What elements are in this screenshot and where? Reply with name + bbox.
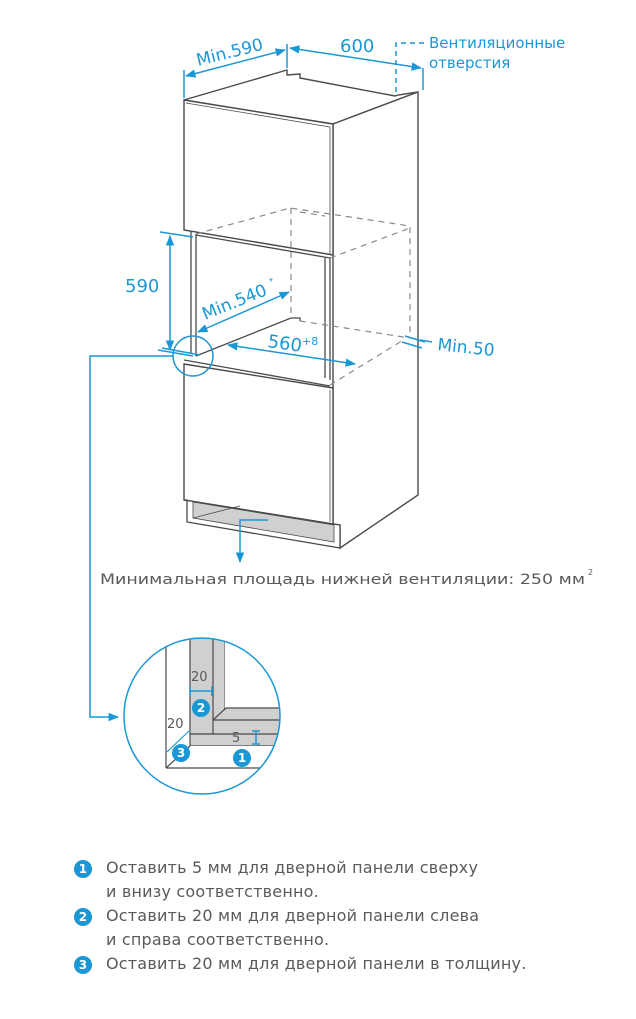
detail-label-depth: 20 xyxy=(167,717,184,732)
installation-notes: 1 Оставить 5 мм для дверной панели сверх… xyxy=(74,858,614,978)
detail-view: 20 20 5 2 3 1 xyxy=(123,637,281,795)
detail-label-side: 20 xyxy=(191,670,208,685)
dimension-lines xyxy=(89,42,433,722)
note-1-text-cont: и внизу соответственно. xyxy=(106,882,319,901)
detail-marker-3-text: 3 xyxy=(177,746,185,760)
label-vent-2: отверстия xyxy=(429,54,510,72)
note-1-text: Оставить 5 мм для дверной панели сверху xyxy=(106,858,479,877)
detail-marker-2-text: 2 xyxy=(197,701,205,715)
note-1-cont: и внизу соответственно. xyxy=(74,882,614,906)
note-2-text: Оставить 20 мм для дверной панели слева xyxy=(106,906,480,925)
label-rear-gap: Min.50 xyxy=(436,335,495,361)
label-niche-depth: Min.540 xyxy=(199,281,270,325)
label-depth-min: Min.590 xyxy=(194,35,265,71)
upper-door-panel xyxy=(183,99,334,256)
bottom-vent-text: Минимальная площадь нижней вентиляции: 2… xyxy=(100,572,585,588)
label-vent-1: Вентиляционные xyxy=(429,34,565,52)
detail-circle xyxy=(123,637,281,795)
note-2-marker-icon: 2 xyxy=(74,908,92,926)
cabinet-side-panel xyxy=(332,90,419,550)
label-niche-width-tol: +8 xyxy=(302,335,318,348)
bottom-vent-opening xyxy=(183,499,341,549)
detail-marker-1-text: 1 xyxy=(238,751,246,765)
note-2: 2 Оставить 20 мм для дверной панели слев… xyxy=(74,906,614,930)
bottom-vent-superscript: 2 xyxy=(588,568,593,577)
label-width-600: 600 xyxy=(340,36,374,57)
note-3-marker-icon: 3 xyxy=(74,956,92,974)
note-2-text-cont: и справа соответственно. xyxy=(106,930,330,949)
detail-marker-2 xyxy=(192,699,210,717)
label-height-590: 590 xyxy=(125,276,159,297)
note-3: 3 Оставить 20 мм для дверной панели в то… xyxy=(74,954,614,978)
note-2-cont: и справа соответственно. xyxy=(74,930,614,954)
label-niche-depth-mark: * xyxy=(268,276,276,287)
oven-dashed-outline xyxy=(195,207,411,386)
note-3-text: Оставить 20 мм для дверной панели в толщ… xyxy=(106,954,527,973)
detail-marker-3 xyxy=(172,744,190,762)
detail-marker-1 xyxy=(233,749,251,767)
note-1: 1 Оставить 5 мм для дверной панели сверх… xyxy=(74,858,614,882)
label-niche-width: 560 xyxy=(266,331,303,357)
note-1-marker-icon: 1 xyxy=(74,860,92,878)
detail-label-bottom: 5 xyxy=(232,731,240,746)
lower-door-panel xyxy=(183,363,334,525)
